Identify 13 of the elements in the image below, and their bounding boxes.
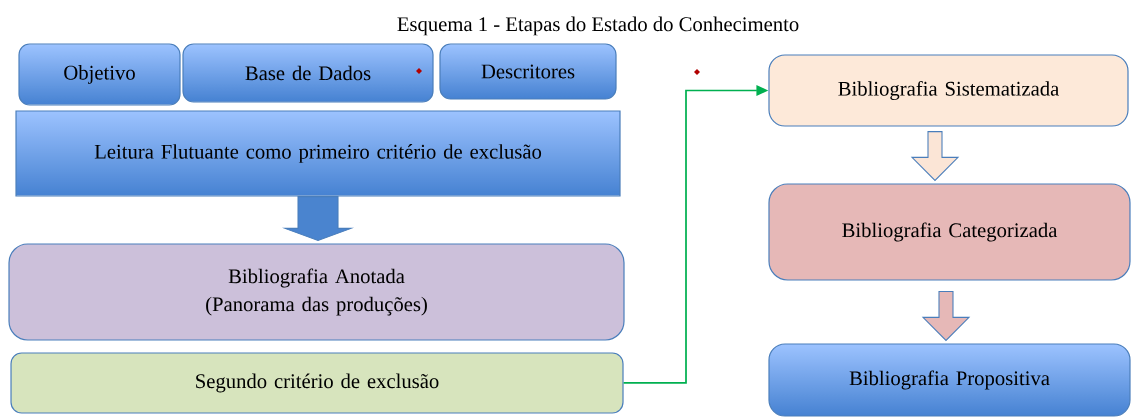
block-arrow bbox=[281, 196, 355, 241]
process-box: Bibliografia Sistematizada bbox=[768, 54, 1129, 127]
block-arrow bbox=[921, 291, 971, 342]
process-box: Objetivo bbox=[18, 43, 181, 106]
process-box: Leitura Flutuante como primeiro critério de exclusão bbox=[15, 110, 621, 197]
title: Esquema 1 - Etapas do Estado do Conhecimento bbox=[397, 16, 799, 36]
process-box: Base de Dados bbox=[182, 43, 434, 103]
process-box: Bibliografia Propositiva bbox=[768, 343, 1131, 417]
block-arrow bbox=[910, 131, 960, 182]
process-box: Bibliografia Anotada (Panorama das produções) bbox=[8, 243, 625, 341]
process-box: Bibliografia Categorizada bbox=[768, 183, 1131, 281]
process-box: Segundo critério de exclusão bbox=[10, 352, 624, 414]
process-box: Descritores bbox=[439, 43, 617, 100]
